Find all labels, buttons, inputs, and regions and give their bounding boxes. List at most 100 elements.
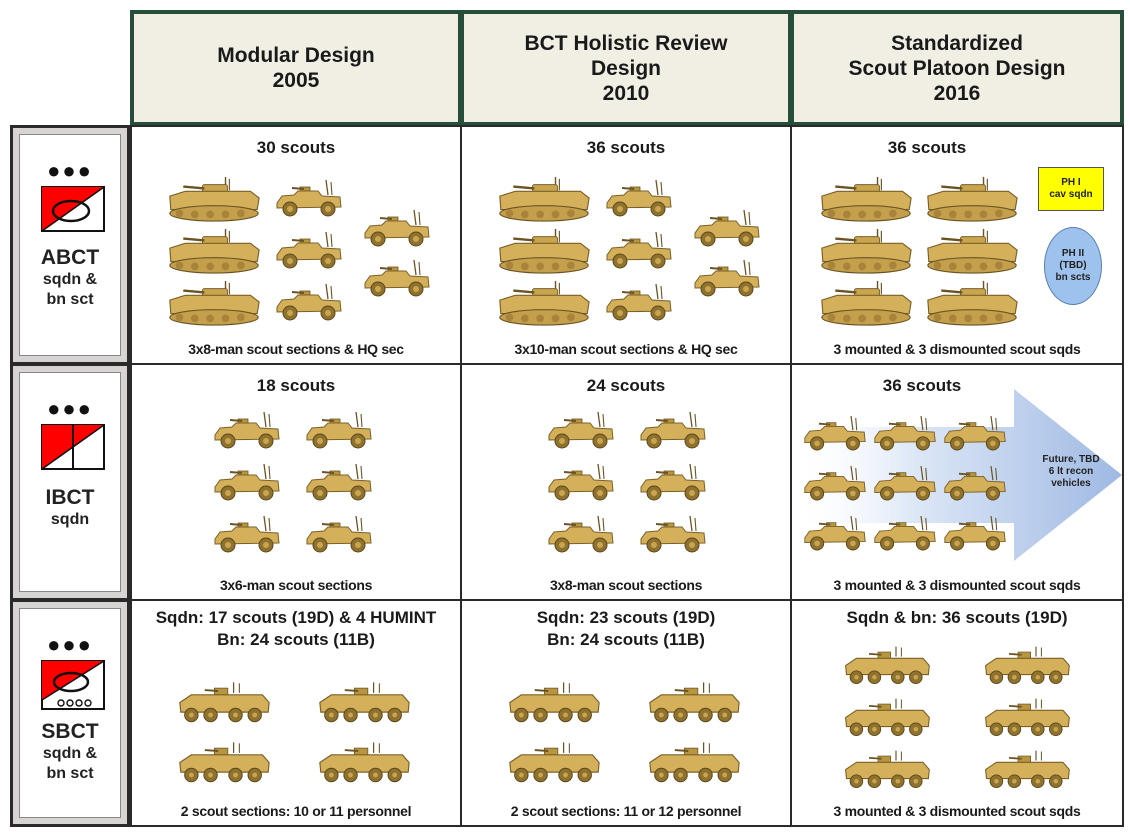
humvee-vehicle-icon <box>638 411 708 451</box>
humvee-vehicle-icon <box>212 515 282 555</box>
humvee-vehicle-icon <box>212 411 282 451</box>
bradley-vehicle-icon <box>496 175 592 223</box>
stryker-vehicle-icon <box>176 741 272 785</box>
cell-footer: 3 mounted & 3 dismounted scout sqds <box>833 803 1081 819</box>
cell-footer: 3x8-man scout sections <box>549 577 703 593</box>
stryker-vehicle-icon <box>982 697 1072 739</box>
stryker-vehicle-icon <box>316 681 412 725</box>
humvee-vehicle-icon <box>274 283 344 323</box>
humvee-vehicle-icon <box>604 283 674 323</box>
stryker-vehicle-icon <box>842 749 932 791</box>
stryker-vehicle-icon <box>506 741 602 785</box>
cell-footer: 3x10-man scout sections & HQ sec <box>514 341 738 357</box>
humvee-vehicle-icon <box>604 231 674 271</box>
humvee-vehicle-icon <box>546 411 616 451</box>
bradley-vehicle-icon <box>496 279 592 327</box>
bradley-vehicle-icon <box>818 227 914 275</box>
row-label-ibct: ●●● IBCT sqdn <box>10 363 130 601</box>
cell-footer: 3x6-man scout sections <box>219 577 373 593</box>
humvee-vehicle-icon <box>546 515 616 555</box>
cell-sbct-2016: Sqdn & bn: 36 scouts (19D) 3 mounted & 3… <box>790 599 1124 827</box>
humvee-vehicle-icon <box>604 179 674 219</box>
humvee-vehicle-icon <box>872 515 938 553</box>
humvee-vehicle-icon <box>638 515 708 555</box>
row-label-abct: ●●● ABCT sqdn & bn sct <box>10 125 130 365</box>
humvee-vehicle-icon <box>304 463 374 503</box>
humvee-vehicle-icon <box>802 515 868 553</box>
phase-one-note: PH I cav sqdn <box>1038 167 1104 211</box>
humvee-vehicle-icon <box>212 463 282 503</box>
cell-title: Sqdn & bn: 36 scouts (19D) <box>846 608 1068 627</box>
cell-title: 24 scouts <box>586 376 666 395</box>
row-label-sbct: ●●● SBCT sqdn & bn sct <box>10 599 130 827</box>
phase-two-note: PH II (TBD) bn scts <box>1044 227 1102 305</box>
bradley-vehicle-icon <box>166 175 262 223</box>
cell-footer: 2 scout sections: 11 or 12 personnel <box>510 803 742 819</box>
cell-title: 36 scouts <box>887 138 967 157</box>
cell-sbct-2010: Sqdn: 23 scouts (19D) Bn: 24 scouts (11B… <box>460 599 792 827</box>
row-label-name: SBCT <box>41 720 99 743</box>
abct-symbol-icon <box>41 186 105 232</box>
bradley-vehicle-icon <box>818 279 914 327</box>
row-label-name: ABCT <box>40 246 100 269</box>
column-header-holistic: BCT Holistic Review Design 2010 <box>460 10 792 126</box>
cell-title: 36 scouts <box>586 138 666 157</box>
cell-title: 18 scouts <box>256 376 336 395</box>
stryker-vehicle-icon <box>176 681 272 725</box>
cell-abct-2010: 36 scouts 3x10-man scout sections & HQ s… <box>460 125 792 365</box>
future-vehicles-note: Future, TBD 6 lt recon vehicles <box>1042 454 1100 489</box>
humvee-vehicle-icon <box>304 515 374 555</box>
stryker-vehicle-icon <box>842 697 932 739</box>
bradley-vehicle-icon <box>924 279 1020 327</box>
cell-ibct-2010: 24 scouts 3x8-man scout sections <box>460 363 792 601</box>
column-header-standardized: Standardized Scout Platoon Design 2016 <box>790 10 1124 126</box>
humvee-vehicle-icon <box>802 415 868 453</box>
cell-ibct-2016: 36 scouts Future, TBD 6 lt recon vehicle… <box>790 363 1124 601</box>
bradley-vehicle-icon <box>496 227 592 275</box>
row-label-name: IBCT <box>45 486 95 509</box>
bradley-vehicle-icon <box>166 279 262 327</box>
cell-title: 36 scouts <box>882 376 962 395</box>
cell-footer: 2 scout sections: 10 or 11 personnel <box>180 803 412 819</box>
bradley-vehicle-icon <box>924 175 1020 223</box>
cell-title: 30 scouts <box>256 138 336 157</box>
cell-title: Sqdn: 23 scouts (19D) Bn: 24 scouts (11B… <box>536 608 716 649</box>
humvee-vehicle-icon <box>942 415 1008 453</box>
bradley-vehicle-icon <box>166 227 262 275</box>
humvee-vehicle-icon <box>942 465 1008 503</box>
echelon-dots: ●●● <box>47 632 93 657</box>
echelon-dots: ●●● <box>47 396 93 421</box>
echelon-dots: ●●● <box>47 158 93 183</box>
cell-footer: 3 mounted & 3 dismounted scout sqds <box>833 341 1081 357</box>
ibct-symbol-icon <box>41 424 105 470</box>
cell-ibct-2005: 18 scouts 3x6-man scout sections <box>130 363 462 601</box>
cell-sbct-2005: Sqdn: 17 scouts (19D) & 4 HUMINT Bn: 24 … <box>130 599 462 827</box>
stryker-vehicle-icon <box>646 741 742 785</box>
humvee-vehicle-icon <box>692 209 762 249</box>
humvee-vehicle-icon <box>362 209 432 249</box>
humvee-vehicle-icon <box>872 415 938 453</box>
humvee-vehicle-icon <box>692 259 762 299</box>
stryker-vehicle-icon <box>982 645 1072 687</box>
stryker-vehicle-icon <box>316 741 412 785</box>
humvee-vehicle-icon <box>872 465 938 503</box>
stryker-vehicle-icon <box>982 749 1072 791</box>
sbct-symbol-icon <box>41 660 105 710</box>
bradley-vehicle-icon <box>924 227 1020 275</box>
humvee-vehicle-icon <box>802 465 868 503</box>
cell-footer: 3 mounted & 3 dismounted scout sqds <box>833 577 1081 593</box>
bradley-vehicle-icon <box>818 175 914 223</box>
cell-footer: 3x8-man scout sections & HQ sec <box>188 341 404 357</box>
humvee-vehicle-icon <box>942 515 1008 553</box>
future-arrow-shape <box>792 389 1122 561</box>
cell-title: Sqdn: 17 scouts (19D) & 4 HUMINT Bn: 24 … <box>155 608 437 649</box>
humvee-vehicle-icon <box>304 411 374 451</box>
humvee-vehicle-icon <box>362 259 432 299</box>
cell-abct-2005: 30 scouts 3x8-man scout sections & HQ se… <box>130 125 462 365</box>
column-header-modular: Modular Design 2005 <box>130 10 462 126</box>
humvee-vehicle-icon <box>274 179 344 219</box>
stryker-vehicle-icon <box>842 645 932 687</box>
stryker-vehicle-icon <box>506 681 602 725</box>
humvee-vehicle-icon <box>546 463 616 503</box>
